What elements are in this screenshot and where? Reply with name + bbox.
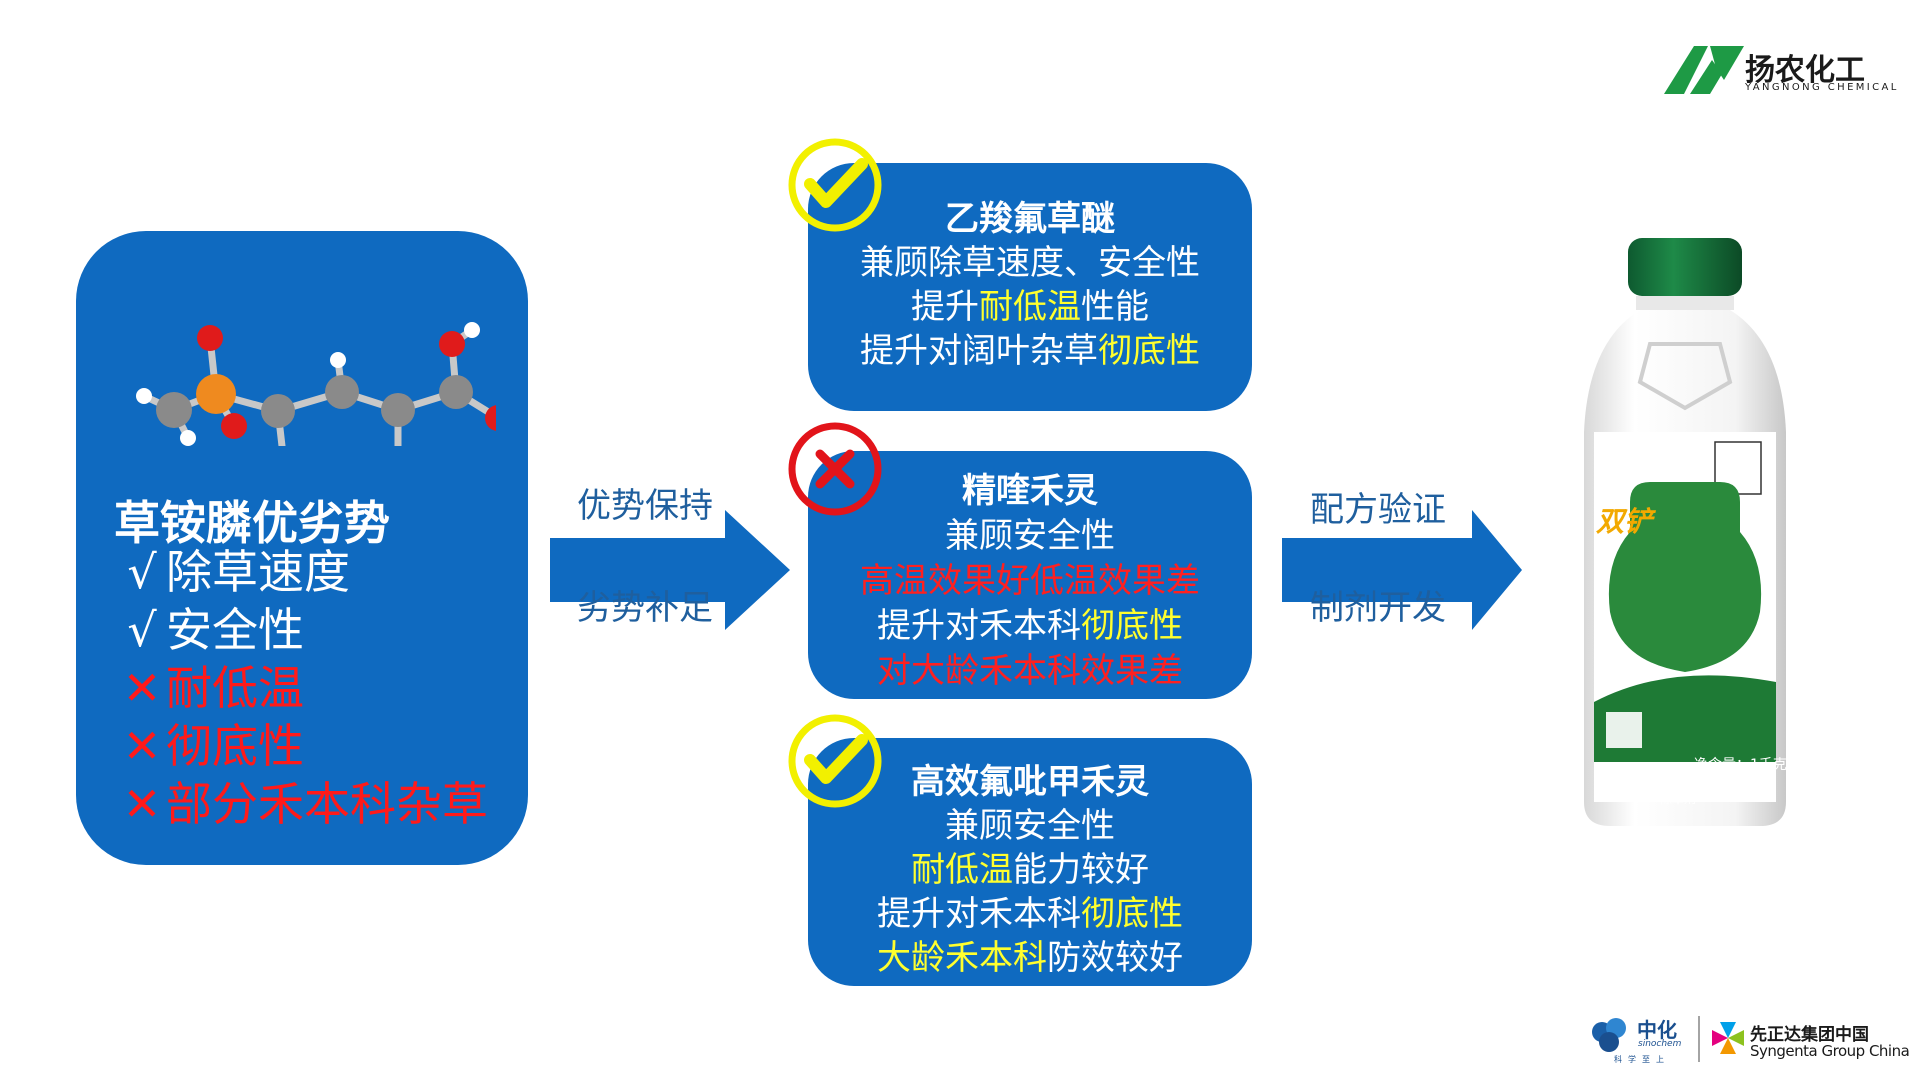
check-mark: √	[127, 545, 157, 599]
card-line: 提升对阔叶杂草彻底性	[860, 331, 1200, 371]
check-circle-icon	[788, 138, 882, 232]
yangnong-logo-text: 扬农化工	[1745, 53, 1865, 88]
syngenta-logo-text: 先正达集团中国	[1750, 1025, 1869, 1045]
sinochem-motto: 科学至上	[1614, 1055, 1670, 1064]
list-item: ✕部分禾本科杂草	[118, 775, 488, 833]
card-line: 高温效果好低温效果差	[860, 561, 1200, 601]
arrow-label-top: 配方验证	[1310, 490, 1446, 530]
card-line: 提升对禾本科彻底性	[877, 606, 1183, 646]
herbicide-card-haloxyfop: 高效氟吡甲禾灵 兼顾安全性 耐低温能力较好 提升对禾本科彻底性 大龄禾本科防效较…	[808, 738, 1252, 986]
arrow-label-bottom: 劣势补足	[577, 588, 713, 628]
arrow-label-bottom: 制剂开发	[1310, 588, 1446, 628]
card-title: 乙羧氟草醚	[945, 199, 1115, 239]
card-line: 对大龄禾本科效果差	[877, 651, 1183, 691]
card-line: 提升耐低温性能	[911, 287, 1149, 327]
sinochem-logo-text: 中化	[1637, 1018, 1677, 1042]
molecule-icon	[136, 322, 496, 446]
list-item: ✕彻底性	[118, 717, 488, 775]
product-bottle-icon	[1584, 238, 1786, 826]
check-circle-icon	[788, 714, 882, 808]
product-category: 除草剂	[1660, 792, 1697, 806]
card-line: 大龄禾本科防效较好	[877, 938, 1183, 978]
card-line: 提升对禾本科彻底性	[877, 894, 1183, 934]
yangnong-logo-icon	[1664, 46, 1744, 94]
herbicide-card-acifluorfen: 乙羧氟草醚 兼顾除草速度、安全性 提升耐低温性能 提升对阔叶杂草彻底性	[808, 163, 1252, 411]
card-title: 高效氟吡甲禾灵	[911, 762, 1149, 802]
cross-mark: ✕	[122, 777, 162, 831]
product-net-content: 净含量：1千克	[1694, 757, 1787, 773]
herbicide-card-quizalofop: 精喹禾灵 兼顾安全性 高温效果好低温效果差 提升对禾本科彻底性 对大龄禾本科效果…	[808, 451, 1252, 699]
card-line: 兼顾除草速度、安全性	[860, 243, 1200, 283]
card-line: 兼顾安全性	[945, 516, 1115, 556]
pros-cons-list: √除草速度 √安全性 ✕耐低温 ✕彻底性 ✕部分禾本科杂草	[118, 543, 488, 833]
list-item: √安全性	[118, 601, 488, 659]
panel-title: 草铵膦优劣势	[114, 496, 390, 550]
partner-logos-icon	[1592, 1016, 1744, 1062]
list-item: ✕耐低温	[118, 659, 488, 717]
cross-circle-icon	[788, 422, 882, 516]
card-title: 精喹禾灵	[962, 471, 1098, 511]
syngenta-logo-subtext: Syngenta Group China	[1750, 1042, 1910, 1060]
right-arrow-icon	[1282, 510, 1522, 630]
list-item: √除草速度	[118, 543, 488, 601]
arrow-label-top: 优势保持	[577, 486, 713, 526]
right-arrow-icon	[550, 510, 790, 630]
card-line: 耐低温能力较好	[911, 850, 1149, 890]
card-line: 兼顾安全性	[945, 806, 1115, 846]
sinochem-logo-subtext: sinochem	[1638, 1039, 1682, 1049]
yangnong-logo-subtext: YANGNONG CHEMICAL	[1745, 82, 1899, 93]
product-name: 双铲	[1596, 505, 1653, 538]
glufosinate-panel: 草铵膦优劣势 √除草速度 √安全性 ✕耐低温 ✕彻底性 ✕部分禾本科杂草	[76, 231, 528, 865]
cross-mark: ✕	[122, 661, 162, 715]
check-mark: √	[127, 603, 157, 657]
cross-mark: ✕	[122, 719, 162, 773]
